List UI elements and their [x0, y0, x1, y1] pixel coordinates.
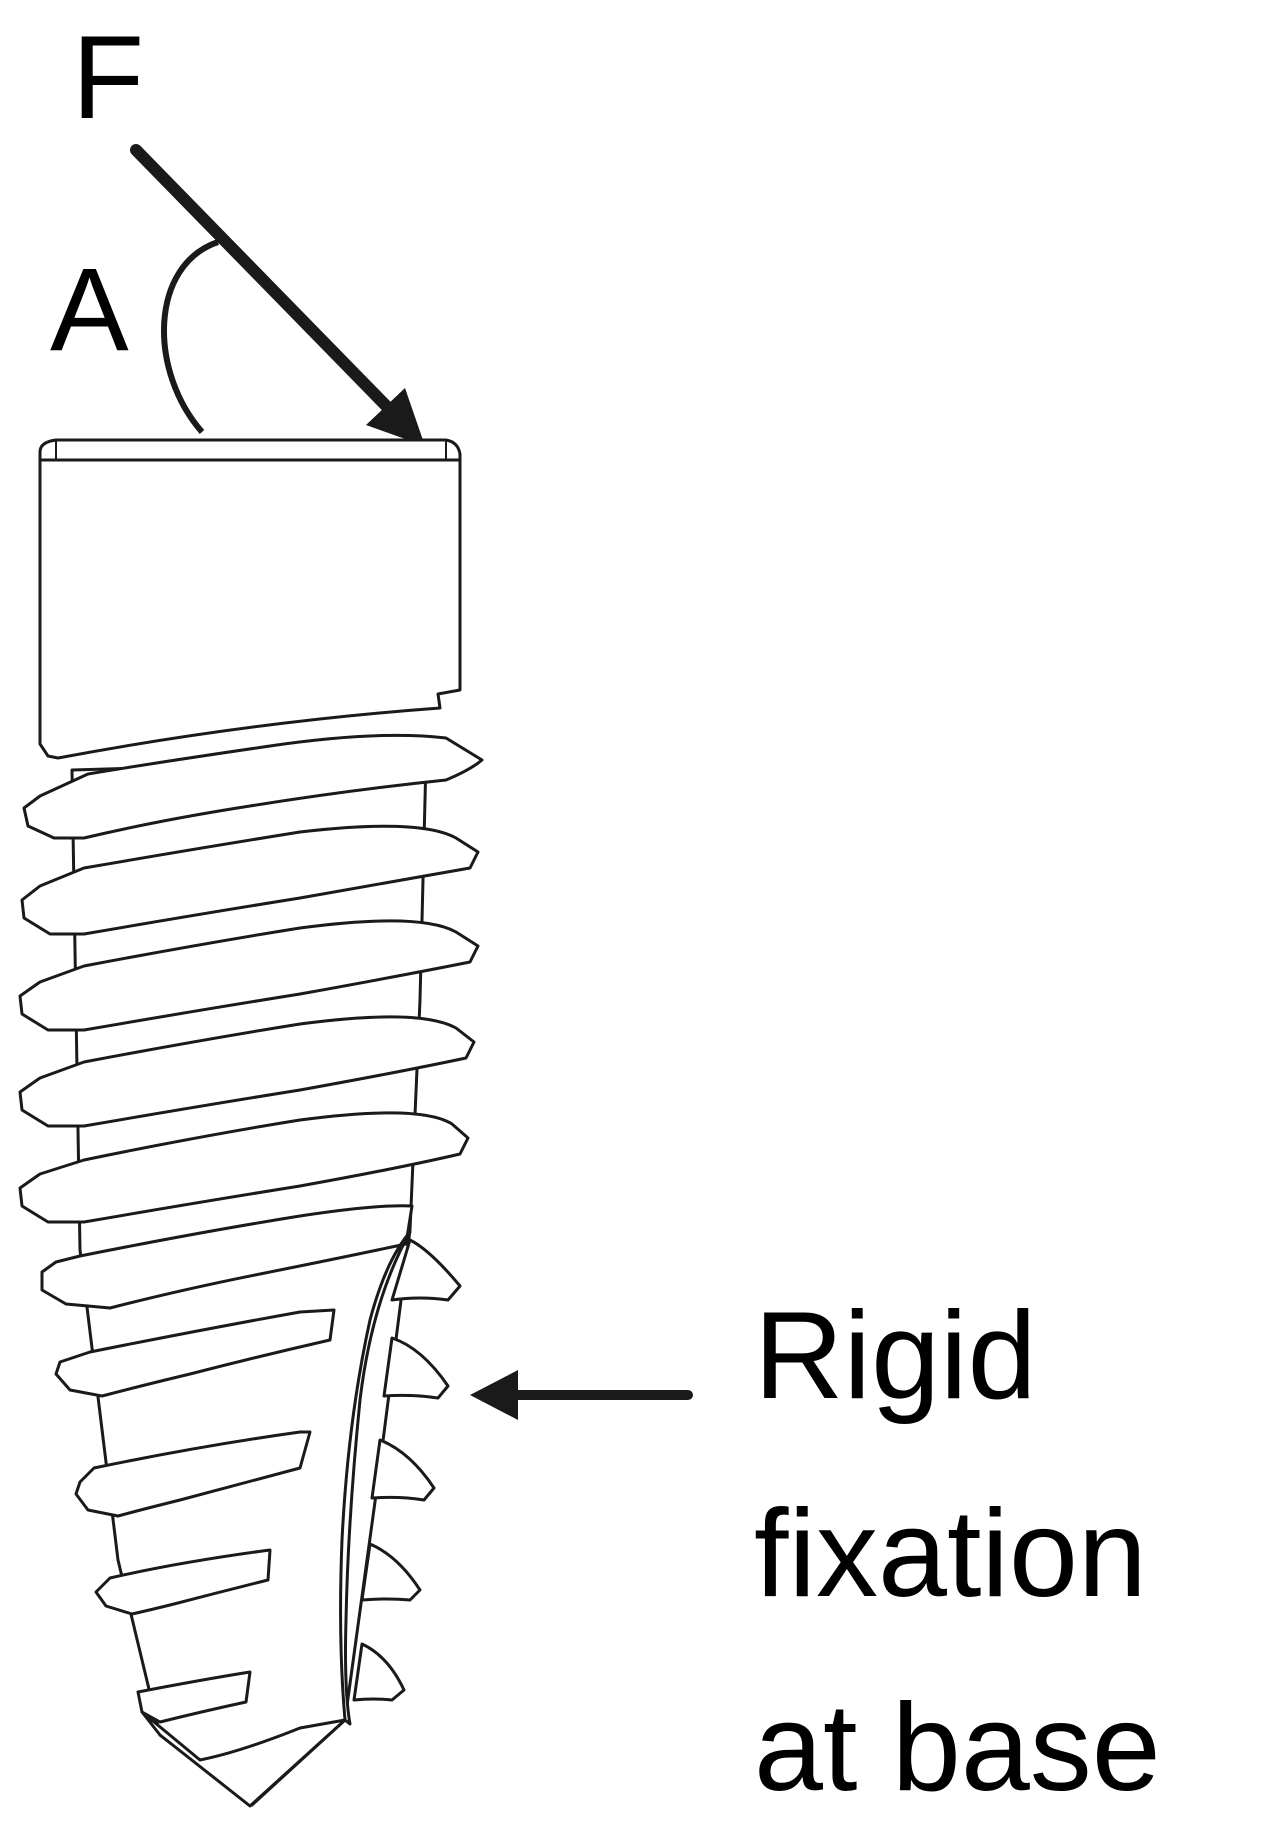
fixation-label: Rigid fixation at base	[754, 1287, 1161, 1817]
implant-screw	[18, 438, 484, 1808]
fixation-label-line3: at base	[754, 1679, 1161, 1817]
fixation-arrow	[470, 1370, 693, 1420]
thread-flights	[18, 733, 484, 1724]
implant-collar	[38, 438, 462, 760]
force-arrow	[130, 144, 425, 446]
fixation-label-line1: Rigid	[754, 1287, 1037, 1425]
force-label: F	[72, 12, 144, 144]
angle-label: A	[50, 244, 129, 376]
angle-arc	[161, 239, 219, 434]
implant-apex	[140, 1710, 347, 1808]
cutting-flute	[339, 1230, 462, 1726]
fixation-label-line2: fixation	[754, 1485, 1147, 1623]
